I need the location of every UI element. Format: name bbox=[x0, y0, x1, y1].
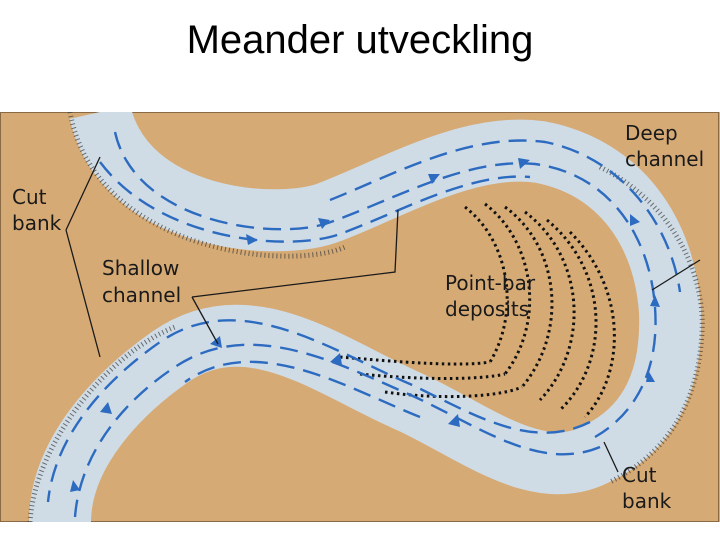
label-shallow-channel-1: Shallow bbox=[102, 256, 179, 280]
label-deep-channel-1: Deep bbox=[625, 121, 678, 145]
point-bar-deposits bbox=[339, 202, 616, 419]
label-deep-channel-2: channel bbox=[625, 147, 704, 171]
label-point-bar-2: deposits bbox=[445, 297, 529, 321]
label-cut-bank-right-1: Cut bbox=[622, 463, 657, 487]
flow-arrows bbox=[46, 131, 682, 518]
label-cut-bank-left-1: Cut bbox=[12, 185, 47, 209]
label-point-bar-1: Point-bar bbox=[445, 271, 536, 295]
leader-lines bbox=[65, 156, 701, 473]
slide-title: Meander utveckling bbox=[186, 18, 534, 62]
label-cut-bank-left-2: bank bbox=[12, 211, 62, 235]
meander-diagram: Deep channel Cut bank Shallow channel Po… bbox=[0, 112, 720, 522]
cut-bank-hatch-right bbox=[598, 164, 705, 485]
label-cut-bank-right-2: bank bbox=[622, 489, 672, 513]
label-shallow-channel-2: channel bbox=[102, 283, 181, 307]
river-channel bbox=[29, 112, 702, 522]
diagram-frame bbox=[0, 112, 719, 522]
